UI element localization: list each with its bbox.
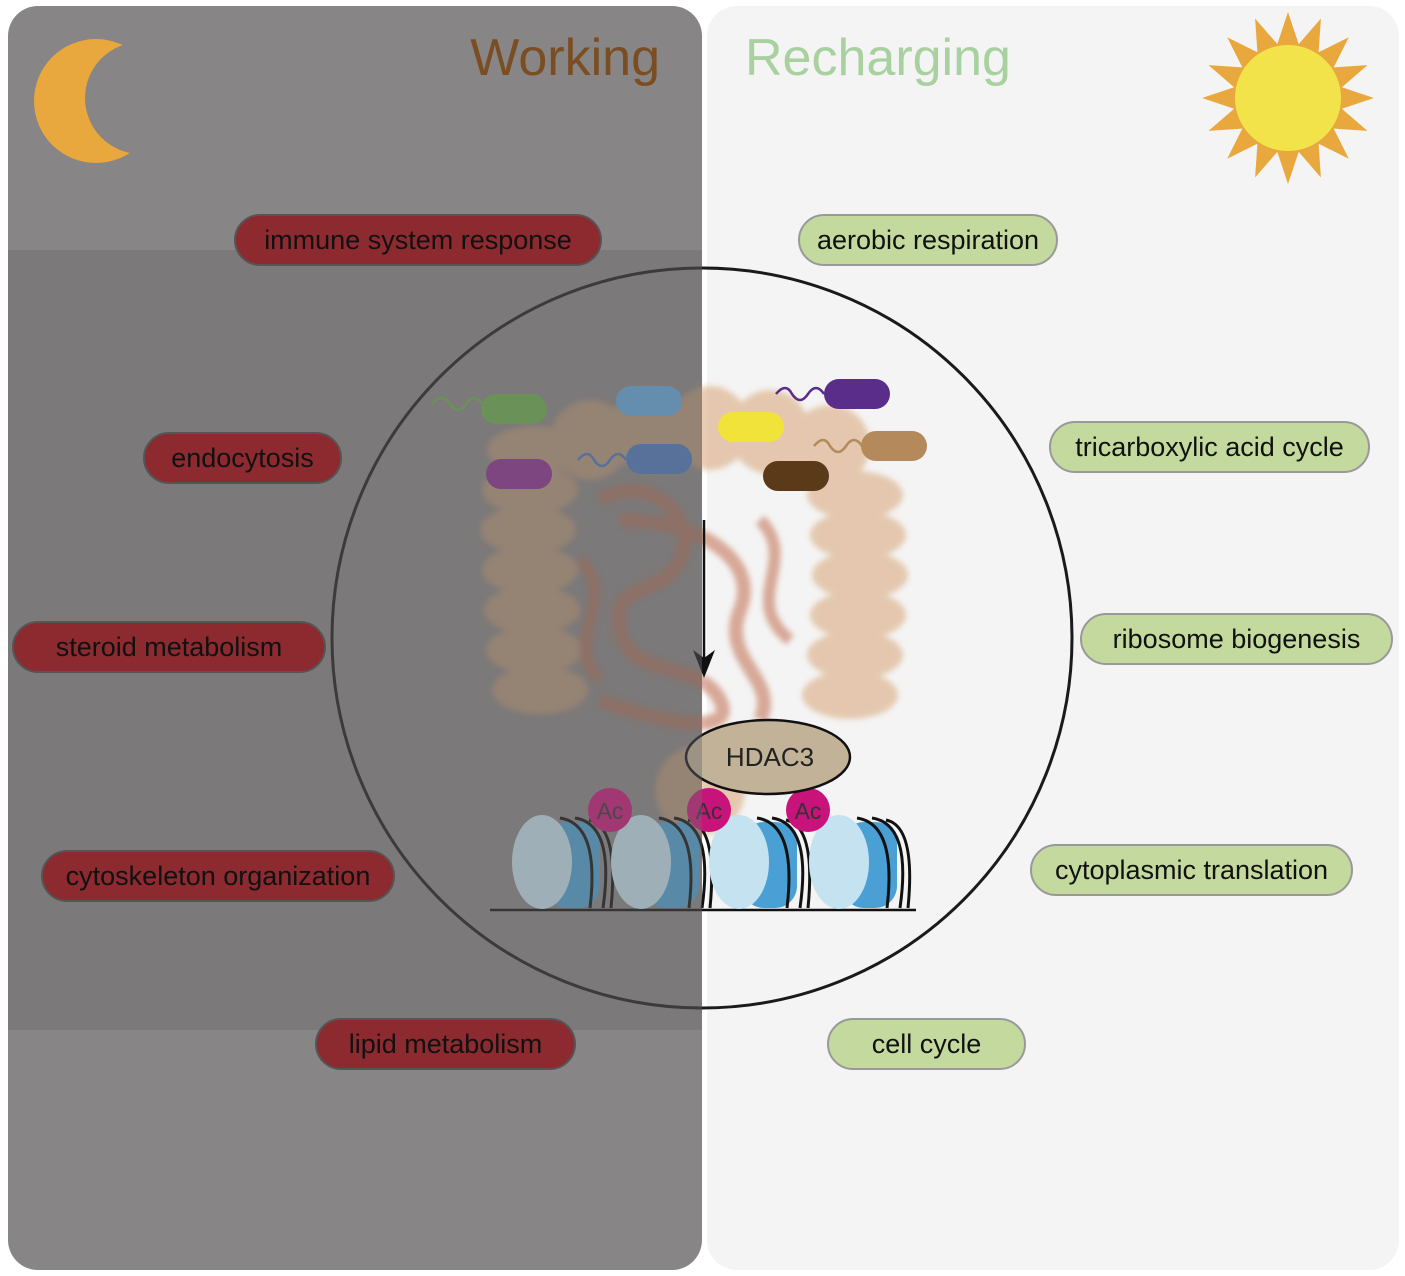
bacterium-blue (577, 444, 692, 474)
nucleosome-3 (709, 815, 812, 909)
acetyl-mark-2: Ac (687, 788, 731, 832)
nucleosome-1 (512, 815, 615, 909)
bacterium-light-blue (616, 386, 682, 416)
process-pill-tricarboxylic-acid-cycle: tricarboxylic acid cycle (1049, 421, 1370, 473)
microbiota-group (431, 379, 927, 491)
process-pill-cell-cycle: cell cycle (827, 1018, 1026, 1070)
hdac3-label: HDAC3 (726, 742, 814, 772)
recharging-heading: Recharging (745, 29, 1011, 87)
bacterium-dark-purple (775, 379, 890, 409)
gut-boundary-circle (330, 266, 1074, 1010)
process-pill-endocytosis: endocytosis (143, 432, 342, 484)
process-pill-immune-system-response: immune system response (234, 214, 602, 266)
sun-icon (1202, 12, 1374, 184)
hdac3-enzyme: HDAC3 (684, 718, 852, 796)
bacterium-tan (813, 431, 927, 461)
bacterium-green (431, 394, 547, 424)
process-pill-lipid-metabolism: lipid metabolism (315, 1018, 576, 1070)
intestine-illustration (480, 386, 908, 835)
nucleosome-4 (809, 815, 912, 909)
acetyl-mark-3: Ac (786, 788, 830, 832)
nucleosome-2 (611, 815, 714, 909)
working-heading: Working (470, 29, 660, 87)
process-pill-steroid-metabolism: steroid metabolism (12, 621, 326, 673)
bacterium-purple (486, 459, 552, 489)
process-pill-cytoplasmic-translation: cytoplasmic translation (1030, 844, 1353, 896)
process-pill-cytoskeleton-organization: cytoskeleton organization (41, 850, 395, 902)
crescent-moon-icon (34, 39, 197, 163)
acetyl-label: Ac (795, 798, 822, 824)
signal-arrow (693, 520, 715, 678)
bacterium-yellow (718, 412, 784, 442)
acetyl-mark-1: Ac (588, 788, 632, 832)
acetyl-label: Ac (696, 798, 723, 824)
bacterium-brown (763, 461, 829, 491)
process-pill-ribosome-biogenesis: ribosome biogenesis (1080, 613, 1393, 665)
acetyl-label: Ac (597, 798, 624, 824)
process-pill-aerobic-respiration: aerobic respiration (798, 214, 1058, 266)
